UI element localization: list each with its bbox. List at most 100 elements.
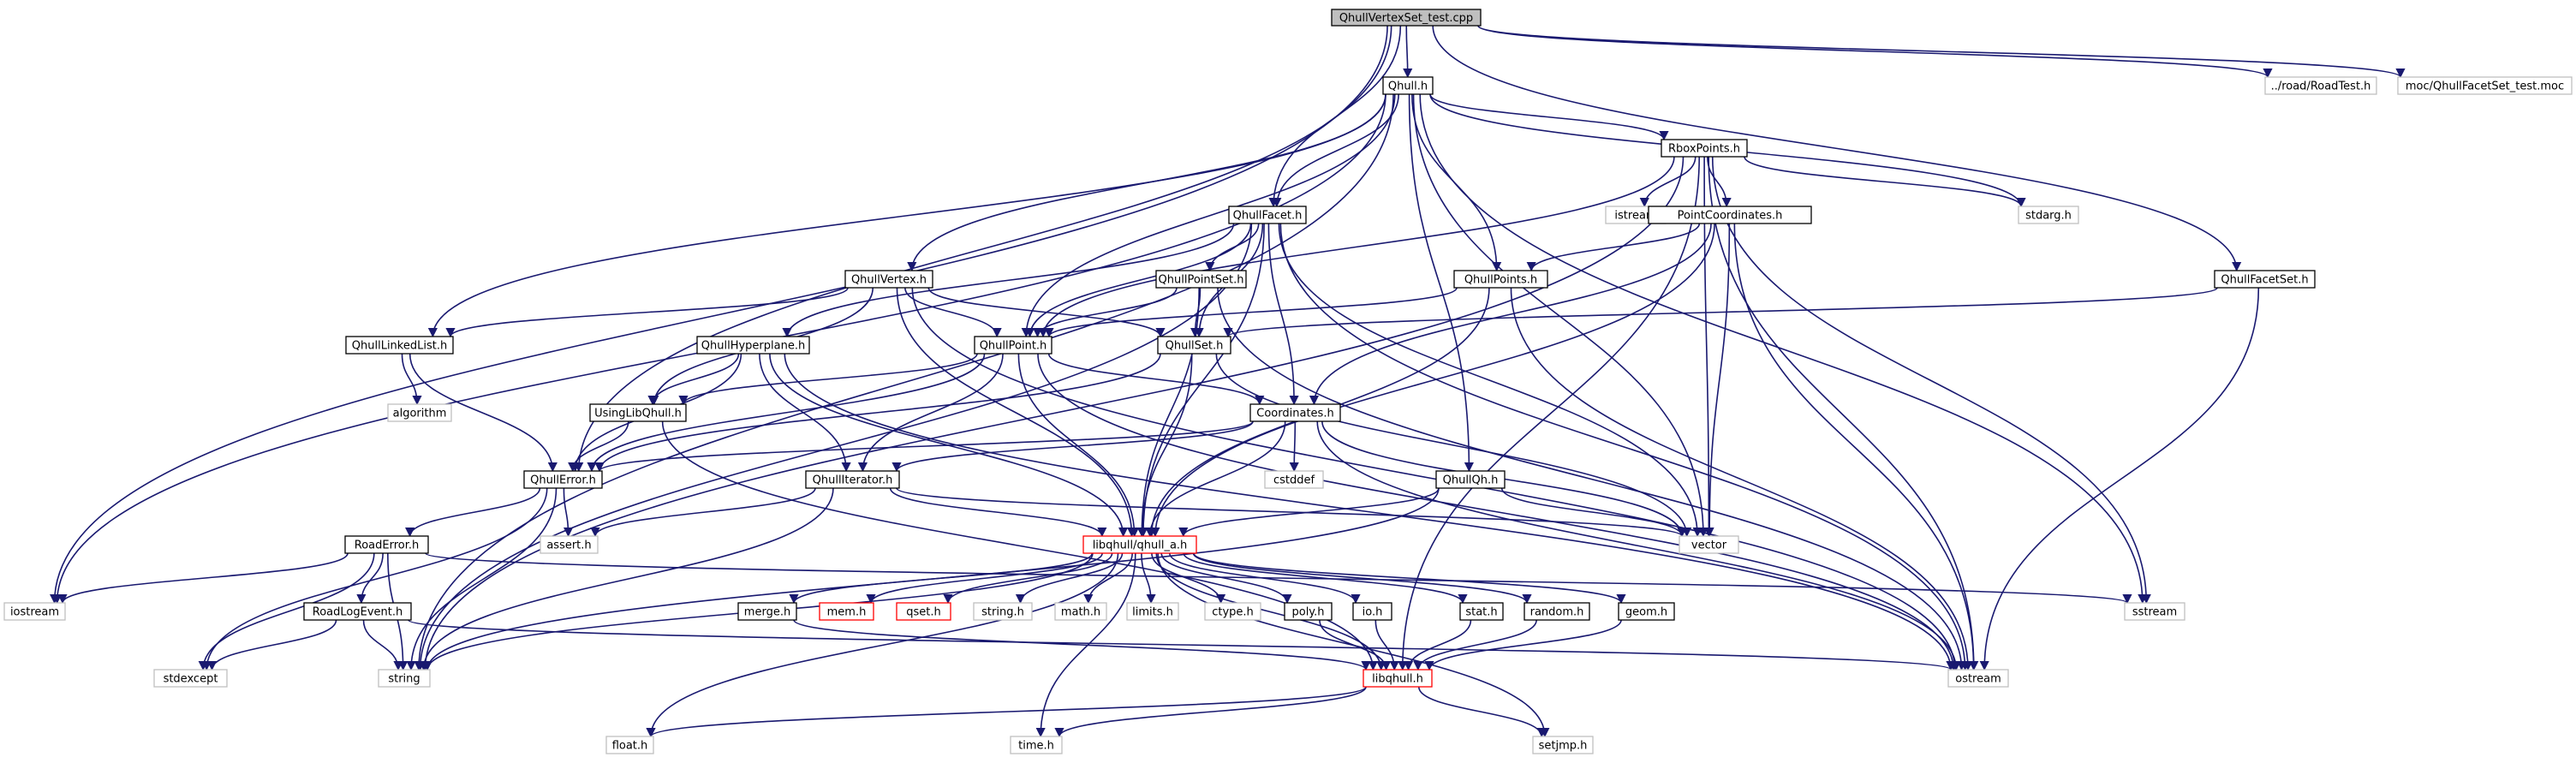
- edge-qhullset-to-qhullerror: [594, 353, 1161, 473]
- node-qhullqh[interactable]: QhullQh.h: [1435, 470, 1506, 489]
- node-label: iostream: [10, 606, 59, 619]
- node-label: QhullFacetSet.h: [2221, 274, 2308, 287]
- node-qhulllinkedlist[interactable]: QhullLinkedList.h: [345, 336, 454, 355]
- node-qhullfacet[interactable]: QhullFacet.h: [1228, 206, 1307, 224]
- edge-libqhull_a-to-poly: [1160, 552, 1292, 605]
- node-io[interactable]: io.h: [1352, 602, 1392, 621]
- node-qset[interactable]: qset.h: [896, 602, 951, 621]
- node-qhullvertex[interactable]: QhullVertex.h: [844, 270, 933, 289]
- node-limits[interactable]: limits.h: [1126, 602, 1179, 621]
- edge-usinglibqhull-to-qhullerror: [568, 420, 629, 473]
- edge-qhullpointset-to-libqhull_a: [1136, 287, 1200, 538]
- node-moc[interactable]: moc/QhullFacetSet_test.moc: [2397, 76, 2573, 95]
- node-geom[interactable]: geom.h: [1618, 602, 1675, 621]
- edge-qhulliterator-to-libqhull_a: [889, 487, 1107, 538]
- edge-qhull_h-to-qhullfacet: [1272, 93, 1399, 208]
- node-qhull-h[interactable]: Qhull.h: [1382, 76, 1434, 95]
- edge-pointcoords-to-vector: [1704, 223, 1731, 538]
- node-box: [1524, 602, 1590, 621]
- node-box: [345, 336, 454, 355]
- node-qhullpoint[interactable]: QhullPoint.h: [974, 336, 1052, 355]
- node-qhullpointset[interactable]: QhullPointSet.h: [1155, 270, 1247, 289]
- node-label: QhullFacet.h: [1233, 210, 1303, 223]
- node-roadlogevent[interactable]: RoadLogEvent.h: [303, 602, 412, 621]
- edge-libqhull_a-to-ctype: [1151, 552, 1226, 605]
- node-box: [605, 736, 654, 754]
- node-merge[interactable]: merge.h: [737, 602, 797, 621]
- node-label: Coordinates.h: [1256, 408, 1333, 420]
- node-stat[interactable]: stat.h: [1459, 602, 1504, 621]
- node-label: QhullHyperplane.h: [701, 340, 805, 353]
- node-float-h[interactable]: float.h: [605, 736, 654, 754]
- edge-qhullfacet-to-string: [415, 223, 1253, 671]
- node-cstddef[interactable]: cstddef: [1264, 470, 1324, 489]
- edge-qhullerror-to-roaderror: [405, 487, 541, 538]
- node-ostream[interactable]: ostream: [1947, 669, 2009, 688]
- node-qhullpoints[interactable]: QhullPoints.h: [1453, 270, 1548, 289]
- node-vector[interactable]: vector: [1679, 535, 1739, 554]
- node-pointcoords[interactable]: PointCoordinates.h: [1648, 206, 1812, 224]
- edge-roadlogevent-to-string: [362, 619, 403, 671]
- node-label: io.h: [1363, 606, 1383, 619]
- node-box: [805, 470, 900, 489]
- node-string[interactable]: string: [378, 669, 431, 688]
- node-stdarg[interactable]: stdarg.h: [2018, 206, 2079, 224]
- edge-pointcoords-to-coordinates: [1309, 223, 1712, 406]
- node-poly[interactable]: poly.h: [1284, 602, 1333, 621]
- node-box: [3, 602, 66, 621]
- node-iostream[interactable]: iostream: [3, 602, 66, 621]
- node-qhullerror[interactable]: QhullError.h: [523, 470, 603, 489]
- node-qhulliterator[interactable]: QhullIterator.h: [805, 470, 900, 489]
- edge-root-to-qhullfacetset: [1432, 25, 2242, 272]
- node-rboxpoints[interactable]: RboxPoints.h: [1661, 139, 1748, 158]
- node-random[interactable]: random.h: [1524, 602, 1590, 621]
- node-libqhull-a[interactable]: libqhull/qhull_a.h: [1082, 535, 1197, 554]
- edge-random-to-libqhull_h: [1413, 619, 1537, 671]
- dependency-edges: [50, 25, 2406, 738]
- node-assert[interactable]: assert.h: [540, 535, 599, 554]
- node-ctype[interactable]: ctype.h: [1204, 602, 1261, 621]
- edge-qhullerror-to-stdexcept: [201, 487, 548, 671]
- node-math-h[interactable]: math.h: [1054, 602, 1107, 621]
- edge-geom-to-libqhull_h: [1424, 619, 1622, 671]
- edge-qhullpoint-to-qhullerror: [587, 353, 986, 473]
- edge-root-to-roadtest: [1477, 25, 2273, 79]
- node-libqhull-h[interactable]: libqhull.h: [1363, 669, 1433, 688]
- edge-pointcoords-to-qhullpoints: [1526, 223, 1701, 272]
- node-box: [1382, 76, 1434, 95]
- node-box: [1204, 602, 1261, 621]
- edge-rboxpoints-to-qhullpoint: [1038, 156, 1675, 338]
- node-mem[interactable]: mem.h: [819, 602, 874, 621]
- node-box: [2397, 76, 2573, 95]
- node-qhullhyperplane[interactable]: QhullHyperplane.h: [696, 336, 810, 355]
- node-label: time.h: [1018, 740, 1054, 753]
- node-roadtest[interactable]: ../road/RoadTest.h: [2264, 76, 2377, 95]
- node-qhullfacetset[interactable]: QhullFacetSet.h: [2214, 270, 2316, 289]
- node-label: setjmp.h: [1539, 740, 1588, 753]
- node-algorithm[interactable]: algorithm: [387, 403, 452, 422]
- node-label: RoadLogEvent.h: [313, 606, 402, 619]
- edge-merge-to-libqhull_h: [793, 619, 1371, 671]
- node-sstream[interactable]: sstream: [2124, 602, 2185, 621]
- node-time-h[interactable]: time.h: [1010, 736, 1063, 754]
- node-string-h[interactable]: string.h: [973, 602, 1033, 621]
- node-roaderror[interactable]: RoadError.h: [344, 535, 429, 554]
- node-qhullset[interactable]: QhullSet.h: [1157, 336, 1231, 355]
- edge-root-to-moc: [1477, 25, 2406, 79]
- node-label: mem.h: [827, 606, 867, 619]
- edge-libqhull_a-to-string_h: [1015, 552, 1124, 605]
- node-label: QhullVertexSet_test.cpp: [1339, 12, 1473, 25]
- node-box: [1155, 270, 1247, 289]
- edge-qhullfacetset-to-ostream: [1979, 287, 2260, 671]
- edge-qhullpoint-to-usinglibqhull: [678, 353, 978, 406]
- edge-libqhull_a-to-limits: [1141, 552, 1156, 605]
- node-label: RboxPoints.h: [1668, 143, 1740, 156]
- node-coordinates[interactable]: Coordinates.h: [1249, 403, 1341, 422]
- node-usinglibqhull[interactable]: UsingLibQhull.h: [589, 403, 687, 422]
- node-box: [819, 602, 874, 621]
- node-box: [737, 602, 797, 621]
- node-stdexcept[interactable]: stdexcept: [153, 669, 228, 688]
- node-setjmp[interactable]: setjmp.h: [1532, 736, 1594, 754]
- node-label: RoadError.h: [355, 539, 420, 552]
